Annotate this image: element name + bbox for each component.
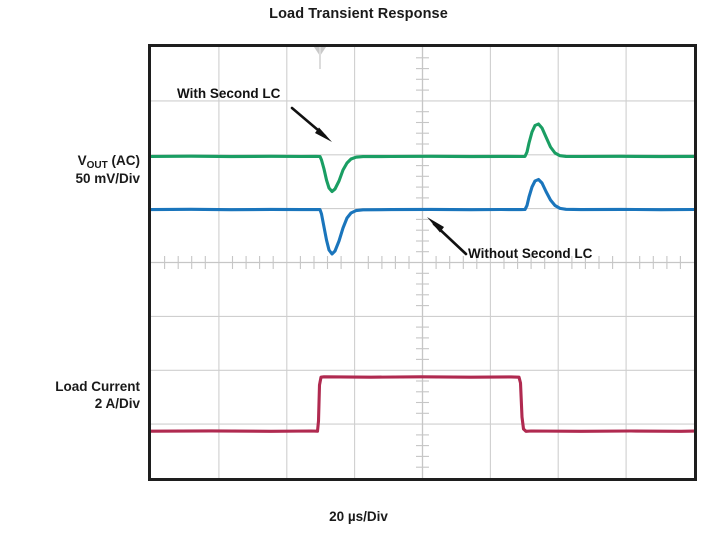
center-axis-lines [151,47,694,478]
page-title: Load Transient Response [269,6,448,22]
y-axis-label-vout: VOUT (AC) 50 mV/Div [0,152,140,187]
annotation-with-second-lc: With Second LC [177,86,281,101]
y-axis-label-load-current: Load Current 2 A/Div [0,378,140,413]
trace-with-second-lc [151,122,694,194]
trace-without-second-lc [151,177,694,256]
annotation-without-second-lc: Without Second LC [468,246,593,261]
iload-label-line1: Load Current [55,379,140,394]
oscilloscope-plot-area [148,44,697,481]
trace-load-current [151,375,694,433]
waveform-traces-layer [151,122,694,433]
center-axis-ticks [164,57,681,468]
vout-label-line2: 50 mV/Div [75,170,140,186]
vout-label-line1: VOUT (AC) [77,153,140,171]
trigger-marker-stem-icon [319,47,321,69]
grid-layer [151,47,694,478]
iload-label-line2: 2 A/Div [94,396,140,412]
x-axis-label: 20 µs/Div [329,509,388,524]
